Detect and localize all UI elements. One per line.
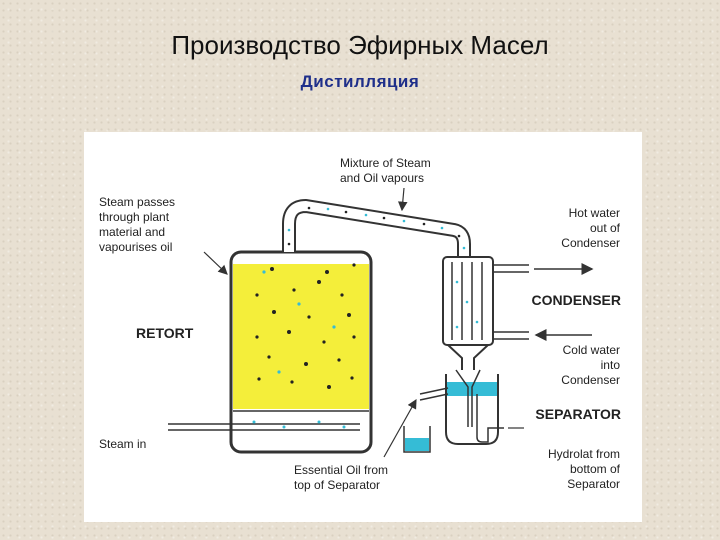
label-mixture-2: and Oil vapours [340,171,424,185]
oil-beaker [403,426,431,453]
label-condenser: CONDENSER [532,292,621,308]
label-cold-water-1: Cold water [563,343,620,357]
label-steam-passes-4: vapourises oil [99,240,172,254]
label-essential-oil-1: Essential Oil from [294,463,388,477]
label-mixture-1: Mixture of Steam [340,156,431,170]
separator-funnel [455,369,481,427]
plant-steam-dots [262,270,336,374]
label-hydrolat-1: Hydrolat from [548,447,620,461]
condenser-drops [455,280,479,329]
condenser-tubes [451,262,483,340]
diagram-svg: Mixture of Steam and Oil vapours Steam p… [99,156,621,492]
label-hot-water-2: out of [590,221,621,235]
condenser-funnel [447,344,489,370]
vapour-steam-dots [287,207,466,250]
label-cold-water-3: Condenser [561,373,620,387]
separator-vessel [445,374,499,445]
arrow-steam-passes [203,251,228,275]
page-subtitle: Дистилляция [300,72,420,91]
label-hot-water-1: Hot water [569,206,620,220]
label-cold-water-2: into [601,358,621,372]
label-hot-water-3: Condenser [561,236,620,250]
label-retort: RETORT [136,325,194,341]
label-hydrolat-2: bottom of [570,462,621,476]
label-hydrolat-3: Separator [567,477,620,491]
label-steam-passes-3: material and [99,225,165,239]
label-separator: SEPARATOR [535,406,621,422]
page-title: Производство Эфирных Масел [171,30,549,60]
vapour-dots [287,206,461,246]
condenser-body [442,256,494,346]
plant-material [233,264,369,409]
hydrolat-siphon [476,394,504,443]
retort-vessel [229,250,373,454]
retort-steam-dots [252,420,346,429]
oil-outlet-pipe-2 [419,393,449,401]
vapour-pipe-inner [284,201,469,258]
oil-beaker-liquid [405,438,429,451]
arrow-mixture [397,187,408,212]
label-essential-oil-2: top of Separator [294,478,380,492]
label-steam-passes-1: Steam passes [99,195,175,209]
distillation-diagram: Mixture of Steam and Oil vapours Steam p… [84,132,642,522]
oil-outlet-pipe [419,387,449,395]
label-steam-passes-2: through plant [99,210,170,224]
label-steam-in: Steam in [99,437,146,451]
arrow-essential-oil [383,398,417,458]
plant-dots [255,263,356,389]
